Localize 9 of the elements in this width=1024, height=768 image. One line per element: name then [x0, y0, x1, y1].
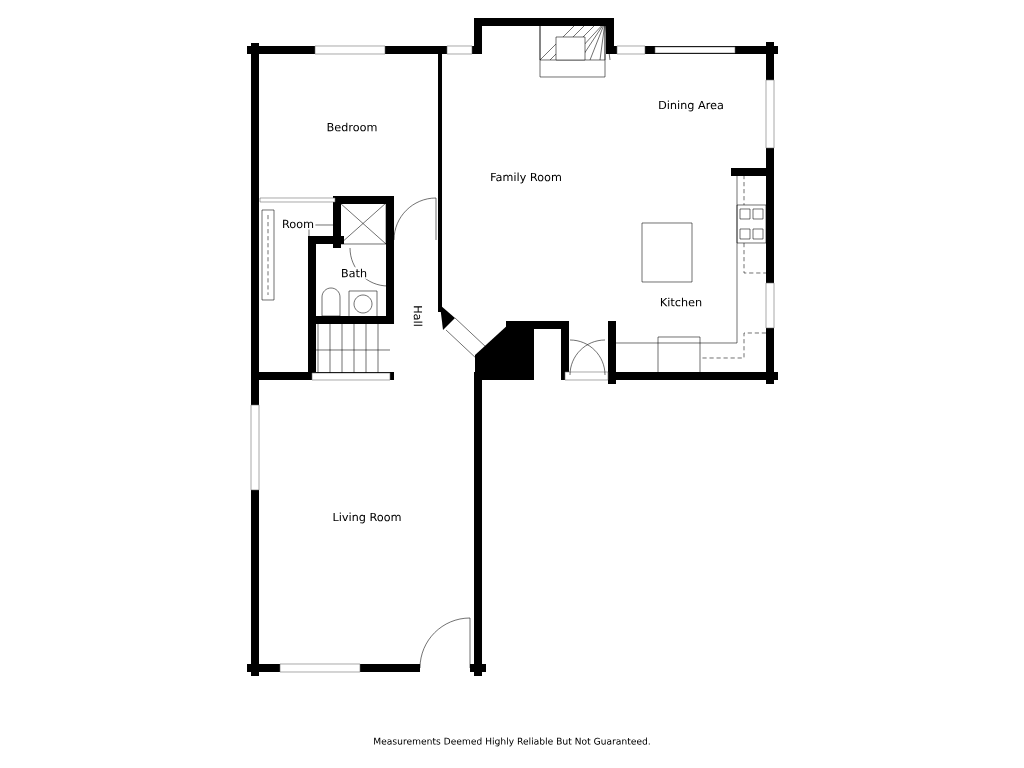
room-label: Living Room: [331, 511, 403, 525]
room-label: Kitchen: [658, 296, 704, 308]
room-label: Bath: [339, 267, 369, 279]
room-label: Hall: [412, 303, 424, 329]
caption: Measurements Deemed Highly Reliable But Not Guaranteed.: [374, 737, 650, 747]
room-label: Room: [280, 218, 316, 230]
room-label: Family Room: [488, 171, 564, 185]
room-label: Bedroom: [325, 121, 379, 133]
room-label: Dining Area: [656, 99, 726, 113]
